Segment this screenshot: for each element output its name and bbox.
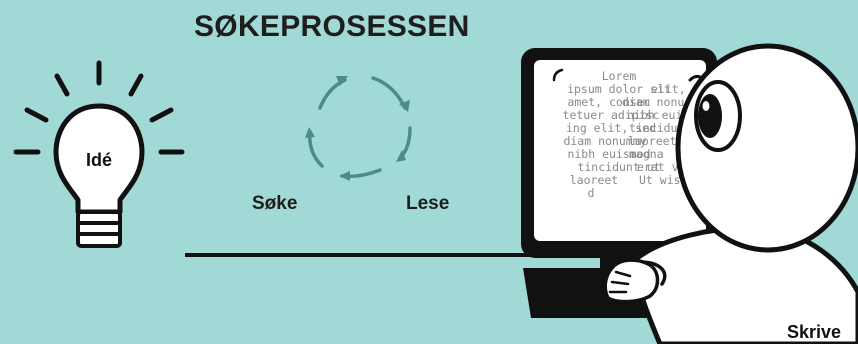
label-read: Lese xyxy=(406,193,449,215)
lorem-line-10: d xyxy=(588,186,595,200)
label-search: Søke xyxy=(252,193,297,215)
page-title: SØKEPROSESSEN xyxy=(194,10,470,44)
person-hand xyxy=(605,260,657,302)
lorem-line-9: laoreet xyxy=(570,173,618,187)
lorem-col2-line-1: elit, xyxy=(651,82,686,96)
label-idea: Idé xyxy=(86,150,112,171)
person-pupil xyxy=(698,94,722,138)
cycle-arc-strokes xyxy=(310,78,410,176)
lorem-col2-line-6: magna xyxy=(629,147,664,161)
label-write: Skrive xyxy=(787,322,841,343)
bulb-base xyxy=(78,212,120,246)
lorem-line-1: Lorem xyxy=(602,69,637,83)
lorem-col2-line-5: laoreet xyxy=(628,134,676,148)
person-eye-highlight xyxy=(703,101,710,111)
cycle-arrows-icon xyxy=(305,76,410,181)
person-head xyxy=(678,46,858,250)
lorem-col2-line-2: diam nonu xyxy=(622,95,684,109)
